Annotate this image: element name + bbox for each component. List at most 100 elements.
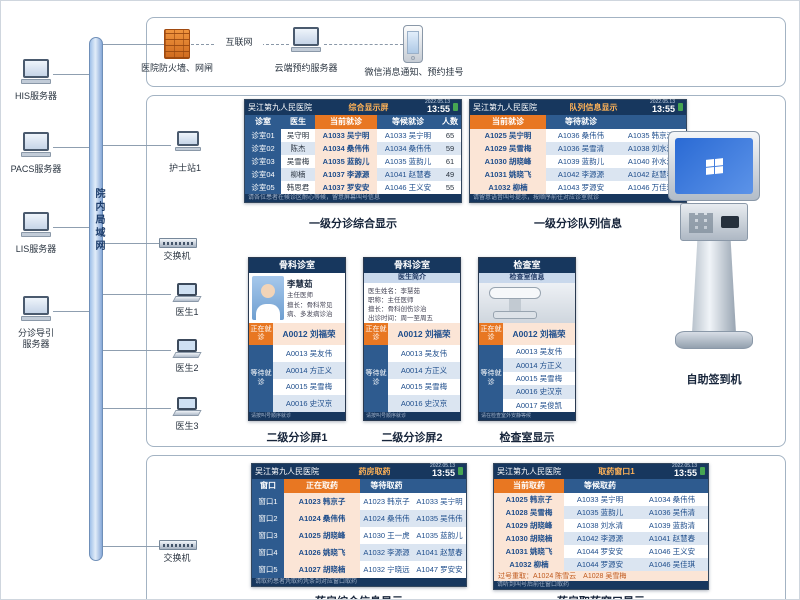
- doctor1-label: 医生1: [175, 307, 199, 317]
- doctor2-laptop-icon: [171, 339, 203, 361]
- caption-screen-2: 二级分诊屏2: [381, 432, 443, 444]
- waiting-patient: A0013 吴友伟: [515, 347, 563, 357]
- waiting-cell: A1047 罗安安: [416, 564, 463, 574]
- count-cell: 55: [445, 182, 455, 192]
- switch2-icon: [159, 540, 197, 550]
- waiting-cell: A1034 桑伟伟: [648, 494, 696, 504]
- doctor-name: 李慧茹: [287, 279, 313, 289]
- window-cell: 窗口5: [252, 560, 284, 578]
- waiting-patient: A0015 吴雪梅: [285, 382, 333, 392]
- current-cell: A1037 罗安安: [315, 180, 377, 194]
- caption-pharmacy-summary: 药房综合信息显示: [251, 593, 467, 599]
- waiting-cell: A1036 吴雪清: [557, 143, 605, 153]
- column-headers: 诊室 医生 当前就诊 等候就诊 人数: [245, 114, 461, 129]
- table-row: A1030 胡晓峰 A1039 蓝韵儿 A1040 孙水清: [470, 154, 686, 168]
- date-label: 2022.05.13: [429, 463, 455, 470]
- caption-screen-1: 二级分诊屏1: [266, 432, 328, 444]
- firewall-icon: [164, 29, 190, 59]
- count-cell: 61: [445, 156, 455, 166]
- current-patient: A0012 刘福荣: [388, 323, 460, 345]
- waiting-cell: A1023 韩京子: [363, 496, 410, 506]
- table-row: A1031 姚晓飞 A1044 罗安安 A1046 王义安: [494, 544, 708, 558]
- column-headers: 当前取药 等候取药: [494, 478, 708, 493]
- col-current: 当前取药: [494, 478, 564, 493]
- waiting-patient: A0016 史汉京: [273, 395, 345, 412]
- doctor-cell: 柳楠: [290, 169, 306, 179]
- col-waiting: 等候就诊: [377, 114, 439, 129]
- internet-section-box: [146, 17, 786, 87]
- kiosk-keypad: [689, 213, 713, 233]
- waiting-patient: A0015 吴雪梅: [515, 374, 563, 384]
- waiting-cell: A1042 李源源: [557, 169, 605, 179]
- waiting-cell: A1046 万佳琪: [627, 182, 675, 192]
- status-chip: [678, 103, 683, 112]
- connector-line: [103, 44, 164, 45]
- secondary-triage-screen-2: 骨科诊室 医生简介 医生姓名：李慧茹职称：主任医师擅长：骨科创伤诊治出诊时间：周…: [363, 257, 461, 421]
- cloud-server-label: 云端预约服务器: [274, 63, 338, 73]
- lan-label: 院内局域网: [93, 188, 104, 253]
- current-cell: A1033 吴宁明: [315, 128, 377, 142]
- current-cell: A1032 柳楠: [494, 557, 564, 571]
- window-cell: 窗口3: [252, 526, 284, 544]
- waiting-cell: A1046 王义安: [648, 546, 696, 556]
- doctor1-laptop-icon: [171, 283, 203, 305]
- pharmacy-table: 窗口1 A1023 韩京子 A1023 韩京子 A1033 吴宁明 窗口2 A1…: [252, 492, 466, 578]
- waiting-patient: A0014 方正义: [388, 361, 460, 379]
- doctor-title: 主任医师: [287, 291, 313, 299]
- waiting-cell: A1044 罗安安: [576, 546, 624, 556]
- doctor-cell: 韩思君: [286, 182, 310, 192]
- col-room: 诊室: [245, 114, 281, 129]
- pharmacy-summary-display: 吴江第九人民医院 药房取药 2022.05.13 13:55 窗口 正在取药 等…: [251, 463, 467, 587]
- connector-line: [103, 546, 159, 547]
- connector-line: [103, 408, 171, 409]
- doctor2-label: 医生2: [175, 363, 199, 373]
- info-line: 擅长：骨科创伤诊治: [368, 306, 427, 312]
- waiting-cell: A1035 蓝韵儿: [384, 156, 432, 166]
- hospital-name: 吴江第九人民医院: [473, 102, 537, 112]
- waiting-cell: A1032 李源源: [363, 547, 410, 557]
- doctor-info: 李慧茹 主任医师 擅长：骨科常见病、多发病诊治: [249, 273, 345, 323]
- pacs-server-icon: [19, 132, 53, 162]
- table-row: A1032 柳楠 A1043 罗源安 A1046 万佳琪: [470, 180, 686, 194]
- time-label: 13:55: [651, 104, 675, 115]
- equipment-photo: [479, 283, 575, 323]
- dashed-link: [324, 44, 403, 45]
- switch2-label: 交换机: [163, 553, 191, 563]
- table-row: A1029 吴雪梅 A1036 吴雪清 A1038 刘水清: [470, 141, 686, 155]
- time-label: 13:55: [426, 104, 450, 115]
- waiting-cell: A1035 吴伟伟: [416, 513, 463, 523]
- waiting-cell: A1038 刘水清: [576, 520, 624, 530]
- clock: 2022.05.13 13:55: [425, 100, 450, 114]
- table-row: 诊室02 陈杰 A1034 桑伟伟 A1034 桑伟伟 59: [245, 141, 461, 155]
- current-cell: A1030 胡晓楠: [494, 531, 564, 545]
- info-line: 医生姓名：李慧茹: [368, 288, 420, 294]
- doctor-cell: 吴守明: [286, 130, 310, 140]
- table-row: A1030 胡晓楠 A1042 李源源 A1041 赵慧春: [494, 531, 708, 545]
- room-title: 检查室: [479, 258, 575, 273]
- kiosk-stand: [692, 241, 736, 333]
- clinic-title: 骨科诊室: [249, 258, 345, 273]
- room-cell: 诊室01: [245, 128, 281, 142]
- pickup-table: A1025 韩京子 A1033 吴宁明 A1034 桑伟伟 A1028 吴雪梅 …: [494, 492, 708, 571]
- current-label: 正在就诊: [364, 323, 388, 345]
- current-cell: A1023 韩京子: [284, 492, 360, 510]
- doctor-photo: [252, 276, 284, 320]
- room-cell: 诊室03: [245, 154, 281, 168]
- waiting-cell: A1041 赵慧春: [648, 533, 696, 543]
- current-cell: A1034 桑伟伟: [315, 141, 377, 155]
- screen-title: 取药窗口1: [598, 466, 635, 476]
- firewall-label: 医院防火墙、网闸: [140, 63, 213, 73]
- current-cell: A1025 吴宁明: [470, 128, 546, 142]
- footer-text: 请在检查室外安静等候: [479, 412, 575, 420]
- waiting-cell: A1032 宁晓远: [363, 564, 410, 574]
- count-cell: 59: [445, 143, 455, 153]
- caption-queue-info: 一级分诊队列信息: [534, 218, 622, 230]
- waiting-label: 等待就诊: [364, 345, 388, 412]
- caption-triage-summary: 一级分诊综合显示: [309, 218, 397, 230]
- hospital-name: 吴江第九人民医院: [497, 466, 561, 476]
- internet-label: 互联网: [215, 37, 263, 49]
- current-cell: A1027 胡晓楠: [284, 560, 360, 578]
- table-row: 诊室03 吴雪梅 A1035 蓝韵儿 A1035 蓝韵儿 61: [245, 154, 461, 168]
